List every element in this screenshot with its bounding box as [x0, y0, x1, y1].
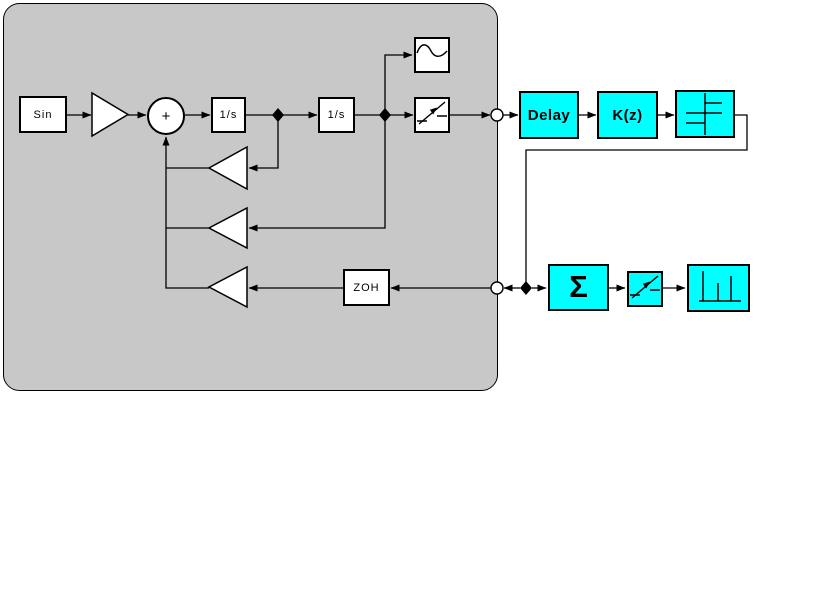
zoh-label: ZOH	[353, 281, 380, 294]
integrator1-label: 1/s	[219, 109, 238, 121]
integrator1-block[interactable]: 1/s	[211, 97, 246, 133]
sum-block[interactable]: +	[147, 97, 185, 135]
switch-arm-icon	[630, 275, 660, 299]
branch-junction-1	[272, 108, 284, 122]
wire-quantizer-feedback[interactable]	[525, 114, 748, 284]
accumulator-block[interactable]: Σ	[548, 264, 609, 311]
zoh-block[interactable]: ZOH	[343, 269, 390, 306]
controller-label: K(z)	[612, 106, 643, 124]
sin-source-label: Sin	[33, 108, 53, 121]
gain-block-input[interactable]	[91, 91, 130, 138]
switch-arm-icon	[417, 101, 447, 125]
branch-junction-3	[520, 281, 532, 295]
spectrum-scope-block[interactable]	[687, 264, 750, 312]
sin-source-block[interactable]: Sin	[19, 96, 67, 133]
delay-block[interactable]: Delay	[519, 91, 579, 139]
digital-sampler-block[interactable]	[627, 271, 663, 307]
gain-block-feedback2[interactable]	[207, 206, 248, 250]
delay-label: Delay	[527, 106, 571, 124]
subsystem-feedback-port[interactable]	[490, 281, 504, 295]
quantizer-block[interactable]	[675, 90, 735, 138]
branch-junction-2	[379, 108, 391, 122]
wire-collector-to-sum[interactable]	[162, 136, 209, 289]
scope-block[interactable]	[414, 37, 450, 73]
controller-block[interactable]: K(z)	[597, 91, 658, 139]
staircase-icon	[686, 93, 722, 135]
sigma-icon: Σ	[569, 268, 588, 304]
analog-sampler-block[interactable]	[414, 97, 450, 133]
integrator2-block[interactable]: 1/s	[318, 97, 355, 133]
sine-wave-icon	[416, 44, 448, 57]
integrator2-label: 1/s	[327, 109, 346, 121]
gain-block-feedback3[interactable]	[207, 265, 248, 309]
spectrum-bars-icon	[699, 271, 741, 302]
subsystem-output-port[interactable]	[490, 108, 504, 122]
wire-junction-to-scope[interactable]	[384, 51, 413, 115]
gain-block-feedback1[interactable]	[207, 145, 248, 191]
wire-junction1-to-gain2[interactable]	[248, 115, 279, 172]
wire-junction2-to-gain3[interactable]	[248, 115, 386, 232]
sum-plus-sign: +	[161, 107, 171, 125]
